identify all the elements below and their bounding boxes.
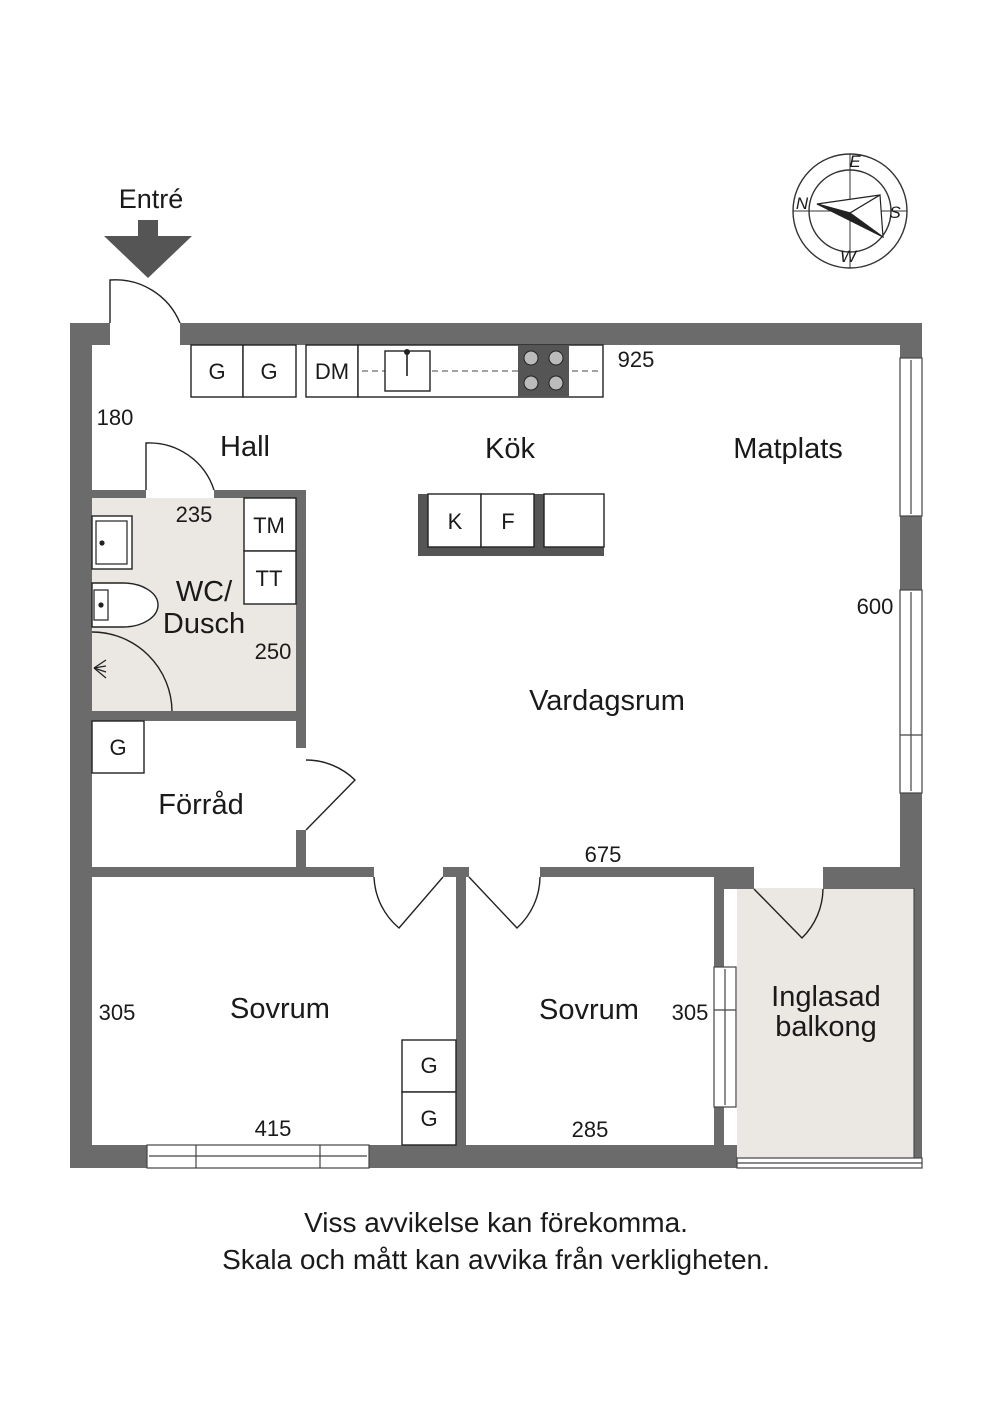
basin-icon xyxy=(95,520,128,565)
room-label-forrad: Förråd xyxy=(158,789,243,821)
washer-label: TM xyxy=(253,513,285,538)
freezer-label: F xyxy=(501,509,514,534)
compass-w-label: W xyxy=(840,247,858,266)
room-label-wc: Dusch xyxy=(163,608,245,640)
wardrobe-label: G xyxy=(420,1106,437,1131)
dimension-label: 305 xyxy=(672,1000,709,1025)
dimension-label: 235 xyxy=(176,502,213,527)
room-label-sovrum: Sovrum xyxy=(230,993,330,1025)
room-label-balkong: Inglasad xyxy=(771,981,881,1013)
dimension-label: 925 xyxy=(618,347,655,372)
disclaimer-line-2: Skala och mått kan avvika från verklighe… xyxy=(222,1244,770,1275)
wardrobe-label: G xyxy=(109,735,126,760)
outer-walls xyxy=(70,323,922,1168)
doors xyxy=(109,279,824,939)
dimension-label: 600 xyxy=(857,594,894,619)
stove-icon xyxy=(518,345,569,397)
room-label-sovrum: Sovrum xyxy=(539,994,639,1026)
room-label-hall: Hall xyxy=(220,431,270,463)
fridge-label: K xyxy=(448,509,463,534)
sink-icon xyxy=(384,349,431,392)
entry-arrow-icon xyxy=(104,220,192,278)
room-label-balkong: balkong xyxy=(775,1011,877,1043)
entry-label: Entré xyxy=(119,184,184,214)
dimension-label: 250 xyxy=(255,639,292,664)
room-label-vardagsrum: Vardagsrum xyxy=(529,685,685,717)
dimension-label: 415 xyxy=(255,1116,292,1141)
wardrobe-label: G xyxy=(420,1053,437,1078)
compass-e-label: E xyxy=(849,152,861,171)
wardrobe-label: G xyxy=(208,359,225,384)
dimension-label: 285 xyxy=(572,1117,609,1142)
room-label-matplats: Matplats xyxy=(733,433,843,465)
windows xyxy=(146,357,923,1169)
balcony-inner-window xyxy=(713,966,737,1108)
compass-icon xyxy=(792,153,908,269)
kitchen-island xyxy=(418,493,605,556)
room-label-wc: WC/ xyxy=(176,576,233,608)
balcony-floor xyxy=(737,888,913,1158)
dimension-label: 180 xyxy=(97,405,134,430)
dimension-label: 305 xyxy=(99,1000,136,1025)
compass-s-label: S xyxy=(889,203,901,222)
forrad-wardrobe xyxy=(91,720,145,774)
dryer-label: TT xyxy=(256,566,283,591)
wardrobe-label: G xyxy=(260,359,277,384)
disclaimer-line-1: Viss avvikelse kan förekomma. xyxy=(304,1207,688,1238)
shower-icon xyxy=(93,659,107,679)
dimension-label: 675 xyxy=(585,842,622,867)
dishwasher-label: DM xyxy=(315,359,349,384)
compass-n-label: N xyxy=(796,194,809,213)
interior-walls xyxy=(92,490,900,1145)
room-label-kok: Kök xyxy=(485,433,535,465)
toilet-icon xyxy=(93,589,109,621)
bedroom-wardrobes xyxy=(401,1039,457,1146)
